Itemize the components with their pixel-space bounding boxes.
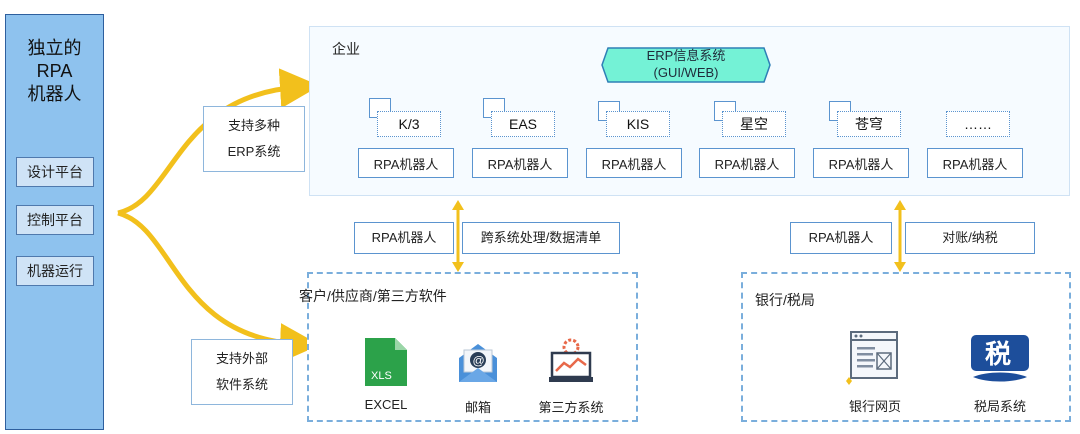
module-xingkong: 星空	[722, 111, 786, 137]
tax-icon-text: 税	[985, 340, 1011, 370]
tax-bureau-icon: 税	[971, 335, 1029, 382]
mail-label: 邮箱	[464, 400, 491, 415]
module-more: ……	[946, 111, 1010, 137]
tax-bureau-label: 税局系统	[973, 399, 1026, 414]
design-platform-button[interactable]: 设计平台	[16, 157, 94, 187]
control-platform-button[interactable]: 控制平台	[16, 205, 94, 235]
bank-webpage-label: 银行网页	[848, 399, 901, 414]
module-eas: EAS	[491, 111, 555, 137]
arrow-to-external	[117, 210, 320, 363]
link-right-function: 对账/纳税	[905, 222, 1035, 254]
bank-webpage-icon	[846, 331, 898, 385]
rpa-robot-cangqiong: RPA机器人	[813, 148, 909, 178]
module-cangqiong: 苍穹	[837, 111, 901, 137]
rpa-robot-k3: RPA机器人	[358, 148, 454, 178]
robot-run-button[interactable]: 机器运行	[16, 256, 94, 286]
link-left-function: 跨系统处理/数据清单	[462, 222, 620, 254]
external-support-label: 支持外部 软件系统	[191, 339, 293, 405]
third-party-system-icon	[549, 338, 593, 382]
erp-support-label: 支持多种 ERP系统	[203, 106, 305, 172]
excel-icon: XLS	[365, 338, 407, 386]
module-kis: KIS	[606, 111, 670, 137]
mail-icon: @	[459, 344, 497, 382]
panel-title: 独立的 RPA 机器人	[27, 38, 82, 104]
customer-group-title: 客户/供应商/第三方软件	[299, 288, 447, 304]
standalone-rpa-panel: 独立的 RPA 机器人 设计平台 控制平台 机器运行	[5, 14, 104, 430]
module-k3: K/3	[377, 111, 441, 137]
link-right-robot: RPA机器人	[790, 222, 892, 254]
rpa-robot-xingkong: RPA机器人	[699, 148, 795, 178]
rpa-robot-kis: RPA机器人	[586, 148, 682, 178]
rpa-robot-more: RPA机器人	[927, 148, 1023, 178]
erp-system-label: ERP信息系统 (GUI/WEB)	[646, 48, 726, 80]
arrow-to-erp	[117, 68, 320, 216]
excel-label: EXCEL	[364, 397, 408, 412]
enterprise-title: 企业	[332, 41, 360, 57]
link-left-robot: RPA机器人	[354, 222, 454, 254]
rpa-robot-eas: RPA机器人	[472, 148, 568, 178]
bank-group-title: 银行/税局	[755, 292, 815, 308]
erp-system-badge	[601, 47, 771, 83]
customer-supplier-group: 客户/供应商/第三方软件	[299, 272, 638, 422]
excel-icon-text: XLS	[371, 370, 392, 382]
svg-text:@: @	[473, 354, 485, 368]
third-party-label: 第三方系统	[538, 400, 604, 415]
